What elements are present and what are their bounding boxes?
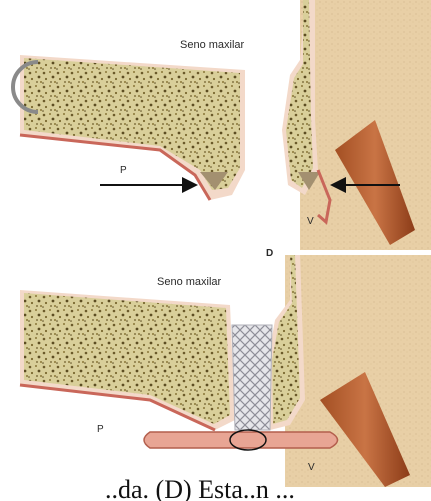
bone-graft-mesh bbox=[232, 325, 272, 430]
mucosal-flap bbox=[144, 432, 338, 448]
soft-tissue-top bbox=[300, 0, 431, 250]
palatal-letter-top: P bbox=[120, 165, 127, 176]
vestibular-letter-bottom: V bbox=[308, 462, 315, 473]
top-panel: Seno maxilar P V bbox=[13, 0, 431, 250]
palatal-letter-bottom: P bbox=[97, 424, 104, 435]
figure-caption: ..da. (D) Esta..n ... bbox=[105, 475, 295, 501]
bottom-panel: D Seno maxilar P V bbox=[20, 248, 431, 487]
panel-letter-d: D bbox=[266, 248, 273, 259]
sinus-label-bottom: Seno maxilar bbox=[157, 276, 222, 288]
soft-tissue-bottom bbox=[285, 255, 431, 487]
sinus-label-top: Seno maxilar bbox=[180, 39, 245, 51]
palatal-bone-bottom bbox=[20, 290, 235, 430]
vestibular-letter-top: V bbox=[307, 216, 314, 227]
